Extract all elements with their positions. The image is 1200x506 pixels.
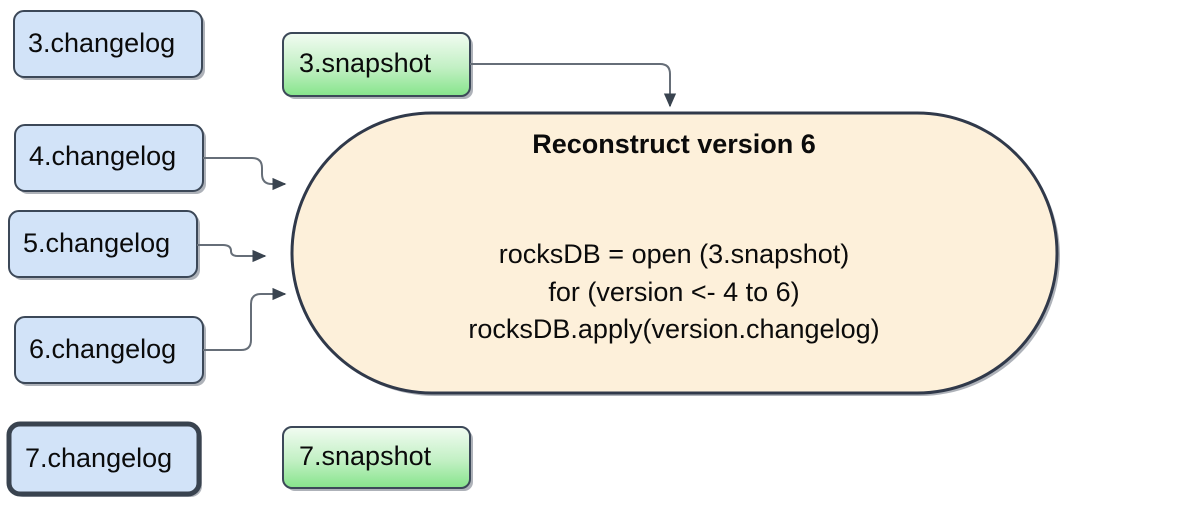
node-changelog-5[interactable]: 5.changelog [8,210,200,280]
changelog-7-box[interactable] [6,421,202,497]
snapshot-7-box[interactable] [282,426,471,489]
process-title: Reconstruct version 6 [532,129,816,159]
changelog-3-label: 3.changelog [28,28,175,58]
snapshot-7-label: 7.snapshot [299,441,432,471]
node-changelog-3[interactable]: 3.changelog [13,10,205,80]
process-code-line-3: rocksDB.apply(version.changelog) [468,314,879,344]
node-snapshot-3[interactable]: 3.snapshot [282,32,473,99]
connector-changelog6-to-process [203,287,287,351]
node-reconstruct-process[interactable]: Reconstruct version 6 rocksDB = open (3.… [290,111,1060,396]
connector-snapshot3-to-process [470,63,677,108]
changelog-4-label: 4.changelog [29,141,176,171]
changelog-6-label: 6.changelog [29,334,176,364]
node-snapshot-7[interactable]: 7.snapshot [282,426,473,491]
process-box[interactable] [290,111,1059,395]
snapshot-3-label: 3.snapshot [299,48,432,78]
connector-changelog4-to-process [203,157,287,191]
connector-changelog5-to-process [197,244,267,263]
node-changelog-6[interactable]: 6.changelog [14,316,206,386]
changelog-5-label: 5.changelog [23,228,170,258]
node-changelog-4[interactable]: 4.changelog [14,124,206,194]
changelog-7-label: 7.changelog [25,443,172,473]
changelog-3-box[interactable] [13,10,203,78]
process-code-line-2: for (version <- 4 to 6) [548,277,799,307]
node-changelog-7[interactable]: 7.changelog [6,421,202,497]
process-code-line-1: rocksDB = open (3.snapshot) [499,239,849,269]
